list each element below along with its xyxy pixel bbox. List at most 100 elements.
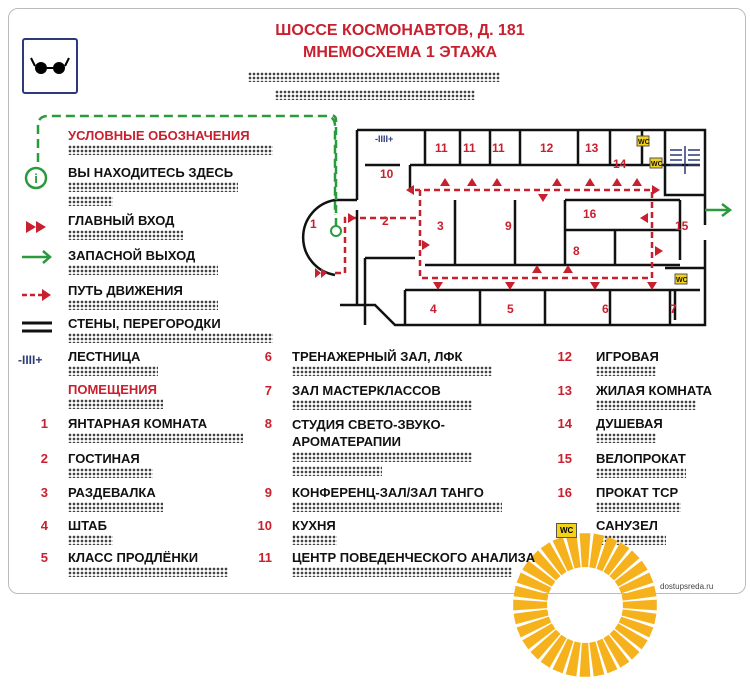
- braille-text: [596, 366, 656, 376]
- room-number: 14: [557, 416, 572, 431]
- sun-ray: [552, 638, 574, 674]
- map-stairs: -IIII+: [375, 134, 393, 144]
- map-room-9[interactable]: 9: [505, 219, 512, 233]
- sun-ray: [609, 550, 640, 581]
- legend-label: ГЛАВНЫЙ ВХОД: [68, 213, 175, 228]
- sun-ray: [513, 609, 549, 625]
- room-number: 3: [40, 485, 48, 500]
- sun-ray: [596, 638, 618, 674]
- sun-ray: [530, 629, 561, 660]
- main-entrance-icon: [24, 220, 50, 239]
- sun-ray: [579, 642, 591, 677]
- room-number: 4: [40, 518, 48, 533]
- map-room-3[interactable]: 3: [437, 219, 444, 233]
- room-name: ТРЕНАЖЕРНЫЙ ЗАЛ, ЛФК: [292, 349, 463, 364]
- braille-text: [292, 535, 337, 545]
- braille-text: [68, 433, 243, 443]
- sun-ray: [618, 616, 654, 638]
- room-name: ЖИЛАЯ КОМНАТА: [596, 383, 713, 398]
- room-name: СТУДИЯ СВЕТО-ЗВУКО-АРОМАТЕРАПИИ: [292, 417, 445, 449]
- map-room-11[interactable]: 11: [492, 141, 505, 155]
- website-link[interactable]: dostupsreda.ru: [660, 582, 714, 591]
- braille-text: [292, 567, 512, 577]
- map-room-15[interactable]: 15: [675, 219, 689, 233]
- room-name: КЛАСС ПРОДЛЁНКИ: [68, 550, 199, 565]
- sun-ray: [513, 599, 548, 611]
- braille-text: [292, 452, 472, 462]
- map-room-13[interactable]: 13: [585, 141, 599, 155]
- braille-text: [68, 468, 153, 478]
- map-room-7[interactable]: 7: [670, 302, 677, 316]
- braille-text: [68, 535, 113, 545]
- braille-text: [596, 400, 696, 410]
- map-room-6[interactable]: 6: [602, 302, 609, 316]
- braille-text: [292, 366, 492, 376]
- route-icon: [20, 288, 54, 307]
- room-name: ГОСТИНАЯ: [68, 451, 140, 466]
- legend-label: ЗАПАСНОЙ ВЫХОД: [68, 248, 196, 263]
- map-room-11[interactable]: 11: [463, 141, 476, 155]
- room-name: ЗАЛ МАСТЕРКЛАССОВ: [292, 383, 441, 398]
- room-number: 8: [264, 416, 272, 431]
- sun-ray: [609, 629, 640, 660]
- braille-text: [68, 333, 273, 343]
- sun-ray: [621, 585, 657, 601]
- floor-title: МНЕМОСХЕМА 1 ЭТАЖА: [302, 44, 497, 61]
- sun-ray: [516, 572, 552, 594]
- legend-title: УСЛОВНЫЕ ОБОЗНАЧЕНИЯ: [68, 128, 250, 143]
- sun-ray: [579, 533, 591, 568]
- address-title: ШОССЕ КОСМОНАВТОВ, Д. 181: [275, 22, 525, 39]
- room-number: 9: [264, 485, 272, 500]
- map-room-16[interactable]: 16: [583, 207, 597, 221]
- room-labels: 1 2 3 4 5 6 7 8 9 10 11 11 11 12 13 14 1…: [310, 141, 689, 316]
- emergency-exit-icon: [20, 250, 54, 269]
- visually-impaired-icon: [22, 38, 78, 94]
- sun-ray: [603, 542, 630, 576]
- map-wc: WC WC WC: [636, 135, 688, 285]
- room-number: 6: [264, 349, 272, 364]
- braille-text: [68, 399, 163, 409]
- legend-label: ПУТЬ ДВИЖЕНИЯ: [68, 283, 183, 298]
- sun-ray: [522, 623, 556, 650]
- room-number: 10: [257, 518, 272, 533]
- map-room-10[interactable]: 10: [380, 167, 394, 181]
- room-number: 15: [557, 451, 572, 466]
- braille-text: [292, 466, 382, 476]
- room-name: ЦЕНТР ПОВЕДЕНЧЕСКОГО АНАЛИЗА: [292, 550, 536, 565]
- sun-ray: [516, 616, 552, 638]
- room-number: 5: [40, 550, 48, 565]
- room-name: САНУЗЕЛ: [596, 518, 658, 533]
- braille-text: [292, 502, 502, 512]
- sun-ray: [589, 533, 605, 569]
- wc-icon: WC: [556, 520, 578, 538]
- legend-label: ЛЕСТНИЦА: [68, 349, 141, 364]
- sun-ray: [618, 572, 654, 594]
- braille-text: [68, 196, 113, 206]
- braille-text: [68, 366, 158, 376]
- braille-text: [596, 433, 656, 443]
- map-room-14[interactable]: 14: [613, 157, 627, 171]
- sun-ray: [596, 536, 618, 572]
- rooms-title: ПОМЕЩЕНИЯ: [68, 382, 157, 397]
- braille-text: [248, 72, 500, 82]
- map-room-4[interactable]: 4: [430, 302, 437, 316]
- sun-ray: [614, 623, 648, 650]
- room-name: ДУШЕВАЯ: [596, 416, 663, 431]
- map-room-11[interactable]: 11: [435, 141, 448, 155]
- map-room-1[interactable]: 1: [310, 217, 317, 231]
- map-room-12[interactable]: 12: [540, 141, 554, 155]
- room-name: КОНФЕРЕНЦ-ЗАЛ/ЗАЛ ТАНГО: [292, 485, 484, 500]
- sun-ray: [603, 634, 630, 668]
- svg-text:i: i: [34, 171, 38, 186]
- map-room-5[interactable]: 5: [507, 302, 514, 316]
- room-name: РАЗДЕВАЛКА: [68, 485, 156, 500]
- walls-icon: [20, 320, 54, 339]
- sun-ray: [589, 641, 605, 677]
- braille-text: [68, 182, 238, 192]
- sun-ray: [522, 560, 556, 587]
- map-room-2[interactable]: 2: [382, 214, 389, 228]
- sun-ray: [565, 641, 581, 677]
- legend-label: ВЫ НАХОДИТЕСЬ ЗДЕСЬ: [68, 165, 234, 180]
- floor-plan: 1 2 3 4 5 6 7 8 9 10 11 11 11 12 13 14 1…: [301, 113, 733, 327]
- map-room-8[interactable]: 8: [573, 244, 580, 258]
